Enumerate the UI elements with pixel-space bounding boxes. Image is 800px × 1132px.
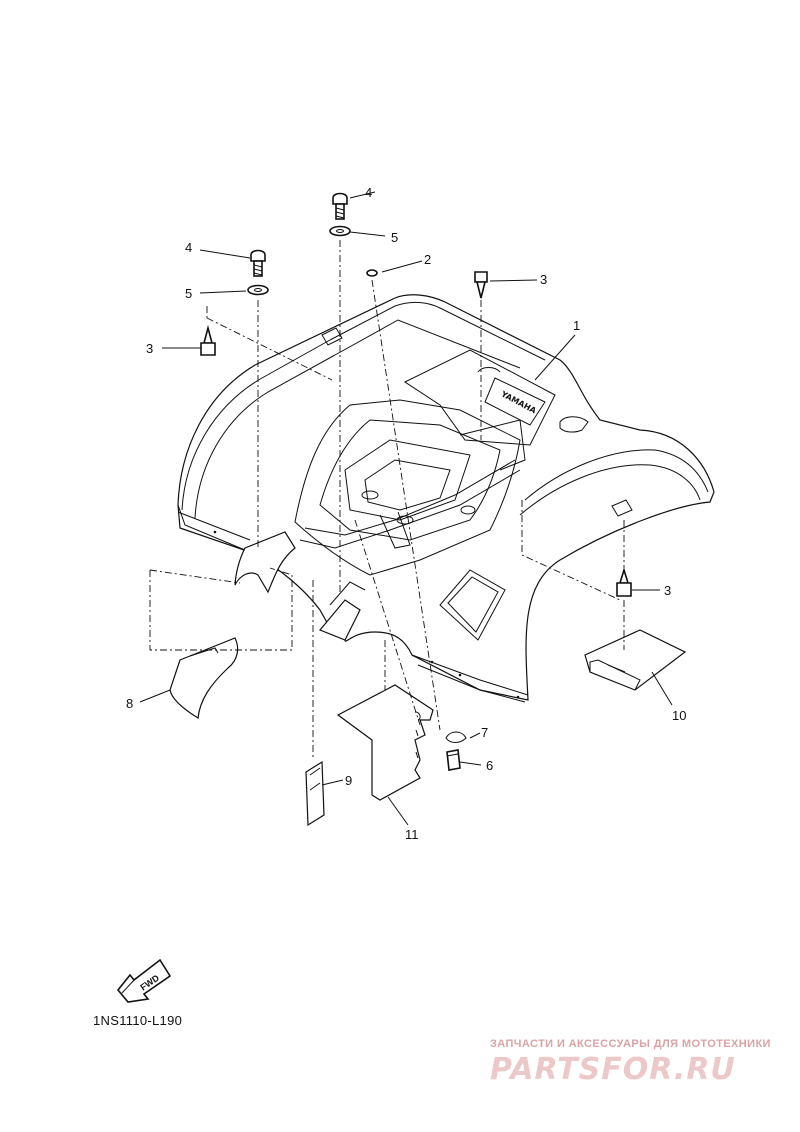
callout-5-left: 5	[185, 286, 192, 301]
callout-7: 7	[481, 725, 488, 740]
callout-6: 6	[486, 758, 493, 773]
callout-9: 9	[345, 773, 352, 788]
callout-3-right: 3	[664, 583, 671, 598]
watermark-tagline: ЗАПЧАСТИ И АКСЕССУАРЫ ДЛЯ МОТОТЕХНИКИ	[490, 1038, 771, 1050]
bolt-icon	[332, 192, 348, 220]
screw-icon	[474, 271, 488, 299]
nut-icon	[446, 749, 461, 771]
callout-3-top-right: 3	[540, 272, 547, 287]
watermark-logo: PARTSFOR.RU	[490, 1052, 736, 1087]
clip-icon	[445, 731, 467, 743]
rear-fender: YAMAHA	[177, 294, 715, 703]
grommet-icon	[366, 269, 378, 277]
washer-icon	[247, 284, 269, 296]
screw-icon	[616, 567, 632, 597]
callout-3-left: 3	[146, 341, 153, 356]
callout-8: 8	[126, 696, 133, 711]
mud-guard-center	[336, 684, 434, 801]
callout-1: 1	[573, 318, 580, 333]
washer-icon	[329, 225, 351, 237]
mud-flap-left	[169, 637, 239, 720]
callout-5-top: 5	[391, 230, 398, 245]
fwd-arrow-icon: FWD	[116, 958, 172, 1003]
callout-2: 2	[424, 252, 431, 267]
bolt-icon	[250, 249, 266, 277]
mud-guard-right	[584, 629, 687, 691]
callout-10: 10	[672, 708, 686, 723]
diagram-code: 1NS1110-L190	[93, 1013, 183, 1028]
callout-4-left: 4	[185, 240, 192, 255]
callout-11: 11	[405, 827, 419, 842]
screw-icon	[200, 324, 216, 356]
callout-4-top: 4	[365, 185, 372, 200]
center-cover	[305, 760, 325, 827]
